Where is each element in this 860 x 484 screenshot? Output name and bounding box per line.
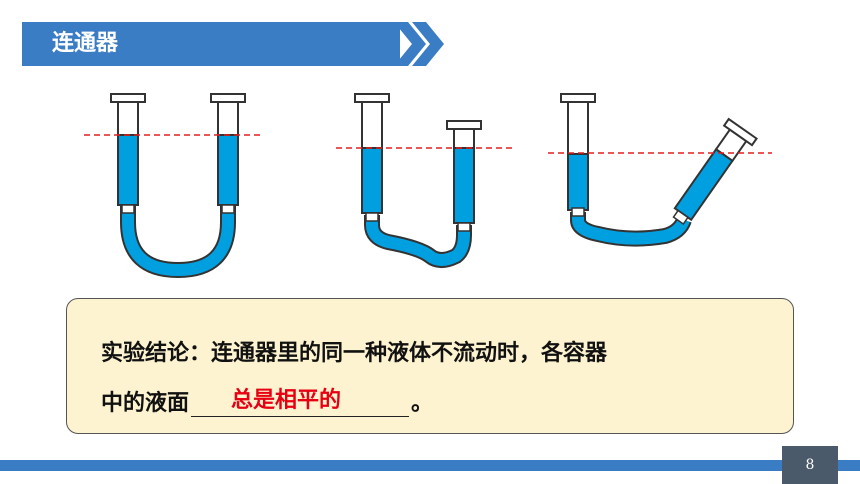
conclusion-prefix: 中的液面 [101, 391, 190, 416]
page-number-box: 8 [782, 446, 838, 484]
conclusion-suffix: 。 [411, 391, 434, 416]
conclusion-line-2: 中的液面 总是相平的 。 [101, 385, 433, 417]
answer-text: 总是相平的 [231, 388, 342, 413]
footer-bar [0, 460, 860, 471]
connected-vessels-figure [84, 93, 772, 279]
answer-blank: 总是相平的 [191, 388, 410, 417]
double-chevron-icon [394, 22, 444, 66]
u-tube-tilted [560, 93, 758, 247]
page-title: 连通器 [52, 31, 119, 56]
u-tube-symmetric [110, 93, 246, 279]
page-number: 8 [805, 457, 815, 473]
u-tube-unequal [354, 93, 482, 268]
conclusion-line-1: 实验结论：连通器里的同一种液体不流动时，各容器 [101, 341, 608, 366]
title-bar: 连通器 [22, 22, 400, 66]
conclusion-box: 实验结论：连通器里的同一种液体不流动时，各容器 中的液面 总是相平的 。 [66, 298, 794, 434]
